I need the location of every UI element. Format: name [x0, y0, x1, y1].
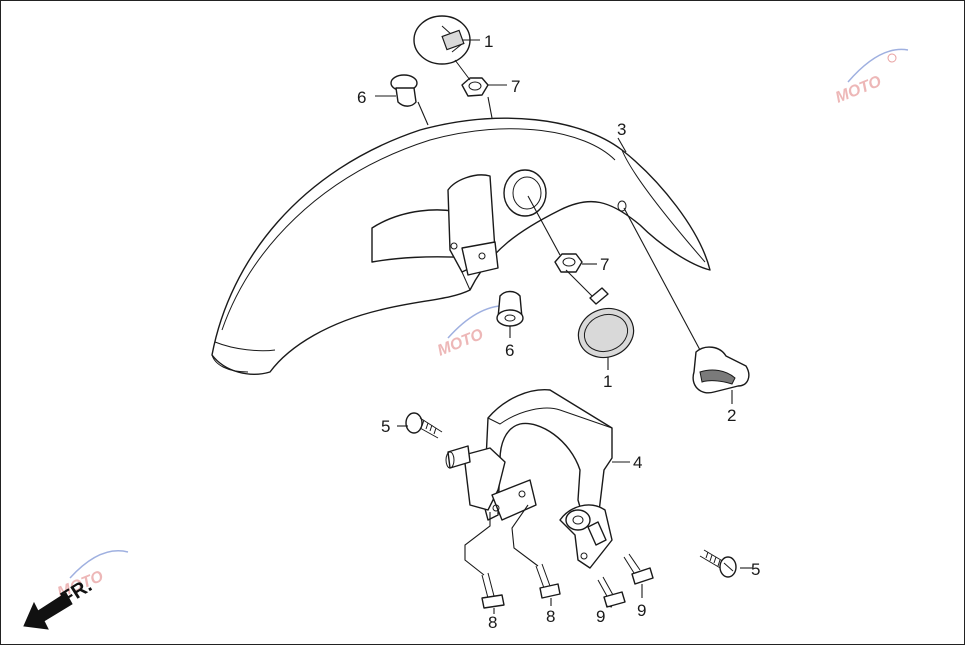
- bolt-8-left: [481, 572, 505, 609]
- bushing-middle: [496, 290, 524, 327]
- callout-8-left: 8: [488, 613, 497, 632]
- front-direction-arrow: FR.: [23, 575, 96, 630]
- watermark-top-right: MOTO: [833, 48, 909, 107]
- arrow-icon: [23, 592, 73, 630]
- reflector-lower: [577, 287, 635, 359]
- callout-8-right: 8: [546, 607, 555, 626]
- bolt-left: [405, 412, 443, 439]
- bolt-9-right: [623, 553, 654, 585]
- bushing-top: [390, 74, 418, 107]
- reflector-top: [413, 15, 471, 65]
- callout-6-middle: 6: [505, 341, 514, 360]
- callout-5-right: 5: [751, 560, 760, 579]
- callout-7-middle: 7: [600, 255, 609, 274]
- watermark-text: MOTO: [833, 73, 884, 107]
- callout-labels: 1 7 6 3 7 6 1 2 5 4 5 8 8 9 9: [357, 32, 760, 632]
- bolt-9-left: [597, 576, 626, 608]
- callout-4: 4: [633, 453, 642, 472]
- leader-lines: [375, 39, 752, 614]
- callout-7-top: 7: [511, 77, 520, 96]
- callout-1-top: 1: [484, 32, 493, 51]
- callout-9-left: 9: [596, 607, 605, 626]
- callout-9-right: 9: [637, 601, 646, 620]
- callout-5-left: 5: [381, 417, 390, 436]
- front-fender: [211, 117, 711, 375]
- bolt-8-right: [535, 563, 561, 599]
- clip: [692, 346, 750, 394]
- callout-1-lower: 1: [603, 372, 612, 391]
- watermark-text: MOTO: [435, 326, 486, 360]
- nut-top: [454, 59, 489, 97]
- callout-2: 2: [727, 406, 736, 425]
- nut-middle: [554, 253, 583, 273]
- callout-3: 3: [617, 120, 626, 139]
- fender-bracket: [445, 389, 613, 569]
- callout-6-top: 6: [357, 88, 366, 107]
- bolt-right: [699, 549, 737, 578]
